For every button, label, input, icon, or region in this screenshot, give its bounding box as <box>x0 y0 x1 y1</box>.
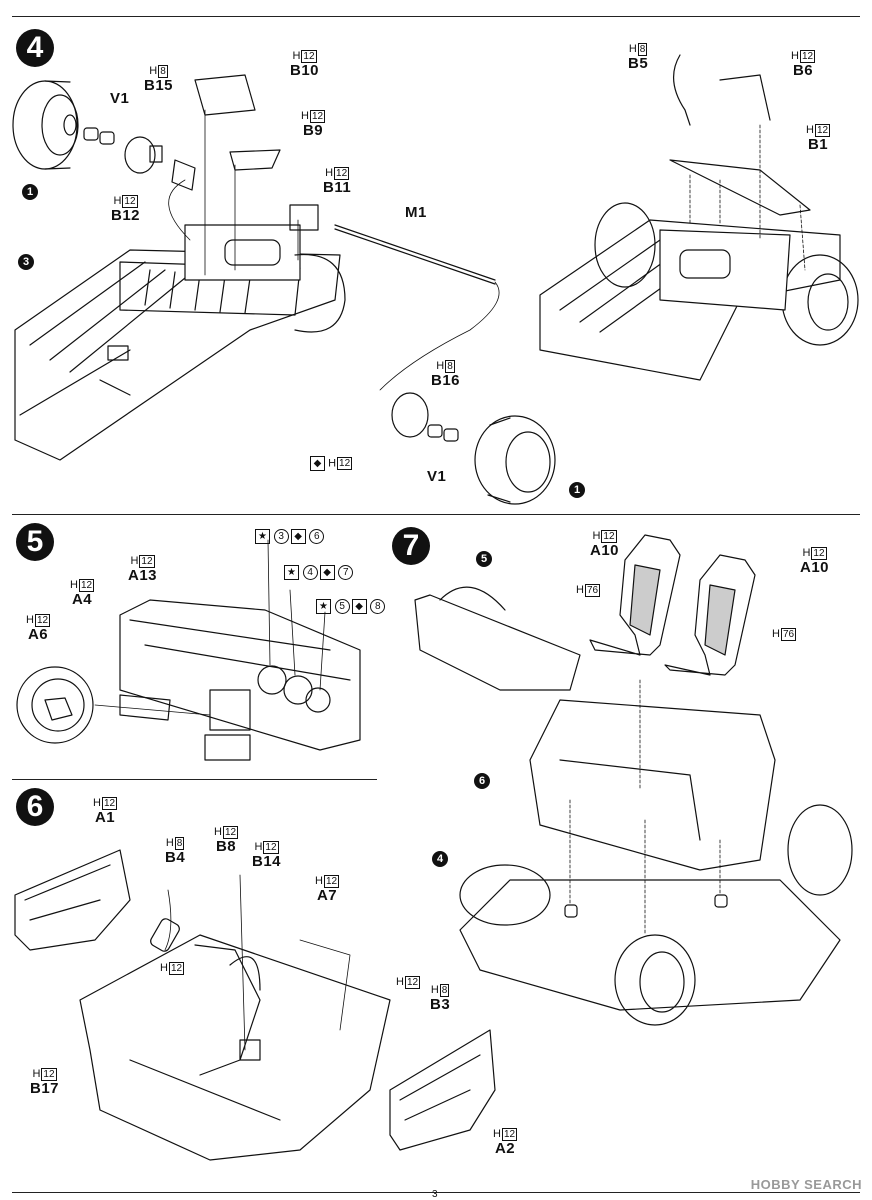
step-4-marker: 4 <box>16 29 54 67</box>
step7-chassis <box>459 804 853 1026</box>
step5-steering-wheel <box>16 666 171 744</box>
part-m1: M1 <box>405 204 427 221</box>
step-6-marker: 6 <box>16 788 54 826</box>
step6-door-right <box>389 1029 496 1151</box>
ref-bullet: 1 <box>569 482 585 498</box>
step7-seats <box>589 534 756 676</box>
ref-bullet: 6 <box>474 773 490 789</box>
step7-tub <box>529 699 776 871</box>
step4-wheel-left <box>12 80 79 170</box>
step4-shaft-m1 <box>334 224 496 281</box>
ref-bullet: 4 <box>432 851 448 867</box>
decal-callout-a: ★ 3◆ 6 <box>255 528 326 545</box>
top-rule <box>12 16 860 17</box>
part-v1-top: V1 <box>110 90 130 107</box>
step6-floor <box>79 934 391 1161</box>
step-7-marker: 7 <box>392 527 430 565</box>
step4-hub-left <box>83 74 319 231</box>
ref-bullet: 5 <box>476 551 492 567</box>
step5-step6-rule <box>12 779 377 780</box>
step4-chassis-left <box>14 224 346 461</box>
part-v1-bottom: V1 <box>427 468 447 485</box>
decal-callout-c: ★ 5◆ 8 <box>316 598 387 615</box>
step6-door-left <box>14 849 131 951</box>
ref-bullet: 3 <box>18 254 34 270</box>
step7-dashboard <box>414 586 581 691</box>
decal-callout-b: ★ 4◆ 7 <box>284 564 355 581</box>
ref-bullet: 1 <box>22 184 38 200</box>
step4-chassis-right <box>539 54 859 381</box>
step-5-marker: 5 <box>16 523 54 561</box>
mid-rule <box>12 514 860 515</box>
bottom-rule <box>12 1192 860 1193</box>
step4-wheel-right <box>391 392 556 505</box>
page-number: 3 <box>432 1189 438 1200</box>
watermark-logo: HOBBY SEARCH <box>750 1177 862 1192</box>
step5-dashboard <box>119 599 361 761</box>
